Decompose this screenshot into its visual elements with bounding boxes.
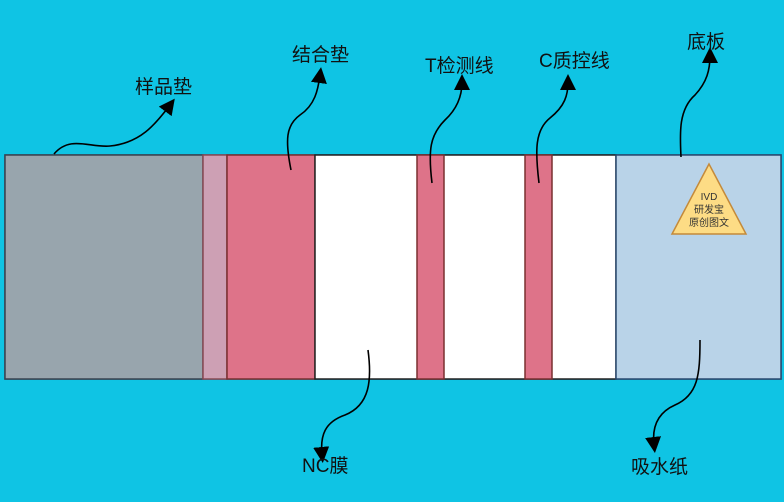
arrow-backing: [679, 47, 718, 158]
label-c-line: C质控线: [539, 50, 610, 72]
t-line: [416, 154, 445, 380]
label-conjugate-pad: 结合垫: [292, 44, 349, 66]
arrow-absorbent-pad: [645, 339, 701, 453]
label-absorbent-pad: 吸水纸: [631, 456, 688, 478]
label-t-line: T检测线: [425, 55, 494, 77]
arrow-t-line: [429, 74, 470, 184]
watermark-badge: IVD 研发宝 原创图文: [670, 162, 748, 235]
label-sample-pad: 样品垫: [135, 76, 192, 98]
sample-pad: [4, 154, 204, 380]
svg-text:研发宝: 研发宝: [694, 203, 724, 216]
svg-text:IVD: IVD: [701, 192, 718, 203]
overlap-region: [202, 154, 228, 380]
svg-text:原创图文: 原创图文: [689, 216, 729, 229]
arrow-nc-membrane: [313, 349, 371, 463]
conjugate-pad: [226, 154, 316, 380]
arrow-conjugate-pad: [286, 67, 327, 171]
label-nc-membrane: NC膜: [302, 455, 348, 477]
label-backing: 底板: [687, 31, 725, 53]
c-line: [524, 154, 553, 380]
nc-membrane: [314, 154, 617, 380]
arrow-c-line: [535, 74, 576, 184]
arrow-sample-pad: [53, 98, 175, 155]
